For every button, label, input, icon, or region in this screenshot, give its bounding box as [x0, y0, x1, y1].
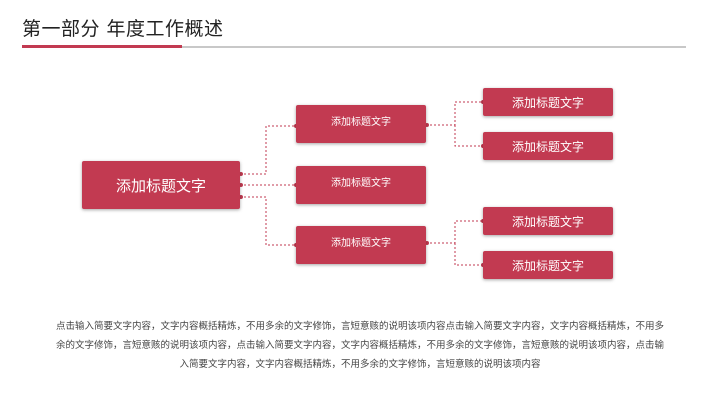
header-divider [22, 46, 686, 48]
diagram-branch-node-1[interactable]: 添加标题文字 [296, 105, 426, 143]
diagram-leaf-node-1-2[interactable]: 添加标题文字 [483, 132, 613, 160]
diagram-branch-node-3[interactable]: 添加标题文字 [296, 226, 426, 264]
connector-dot [425, 241, 429, 245]
diagram-branch-node-2[interactable]: 添加标题文字 [296, 166, 426, 204]
diagram-leaf-node-3-1[interactable]: 添加标题文字 [483, 207, 613, 235]
connector-branch-1-leaf-2 [454, 125, 483, 147]
connector-dot [239, 195, 243, 199]
connector-dot [239, 183, 243, 187]
diagram-root-node[interactable]: 添加标题文字 [82, 161, 240, 209]
diagram-leaf-node-1-1[interactable]: 添加标题文字 [483, 88, 613, 116]
diagram-leaf-node-3-2[interactable]: 添加标题文字 [483, 251, 613, 279]
connector-root-branch-3 [240, 196, 296, 246]
page-title: 第一部分 年度工作概述 [22, 18, 224, 40]
connector-dot [239, 172, 243, 176]
connector-branch-1-leaf-1 [426, 101, 483, 126]
body-paragraph: 点击输入简要文字内容，文字内容概括精炼，不用多余的文字修饰，言短意赅的说明该项内… [56, 321, 665, 370]
connector-dot [425, 123, 429, 127]
connector-branch-3-leaf-1 [426, 220, 483, 244]
connector-root-branch-1 [240, 125, 296, 175]
connector-branch-3-leaf-2 [454, 243, 483, 266]
header-accent-bar [22, 45, 182, 48]
